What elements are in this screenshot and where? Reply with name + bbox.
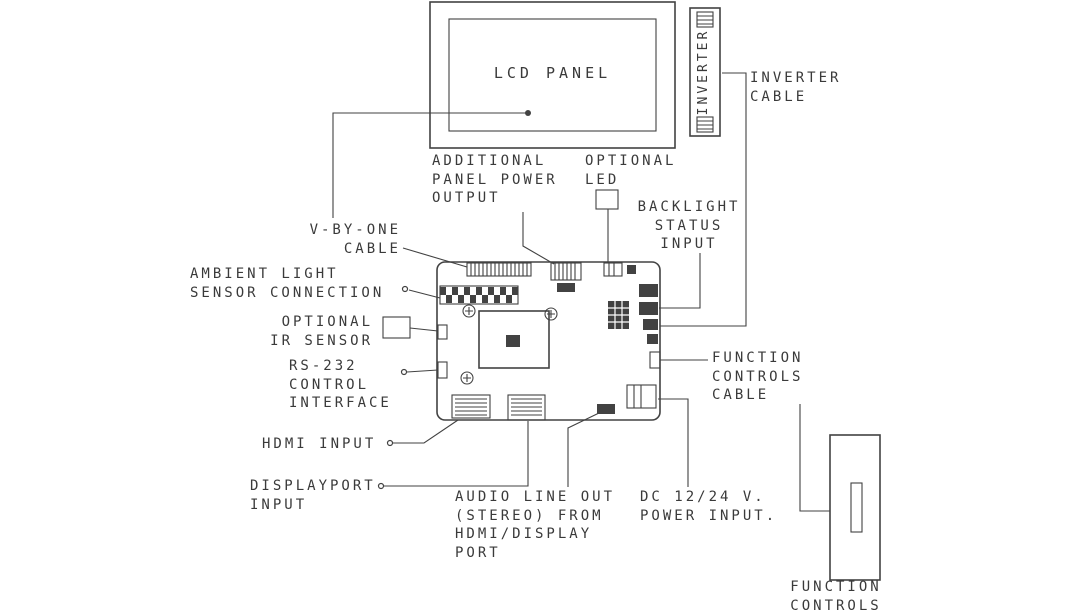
label-ambient-light-sensor: AMBIENT LIGHT SENSOR CONNECTION — [190, 266, 385, 301]
hdmi-connector-hatch — [455, 398, 487, 416]
backlight-status-line — [659, 253, 701, 309]
panel-power-connector-hatch — [554, 263, 576, 280]
board-outline — [436, 261, 661, 421]
led-connector — [603, 262, 623, 277]
inverter-bottom-connector-hatch — [697, 120, 713, 130]
label-audio-line-out: AUDIO LINE OUT (STEREO) FROM HDMI/DISPLA… — [455, 489, 616, 561]
main-chip-die — [506, 335, 520, 347]
lcd-to-vbyone-line — [332, 112, 528, 218]
function-controls-slot — [850, 482, 863, 533]
label-optional-led: OPTIONAL LED — [585, 153, 677, 188]
main-chip — [478, 310, 550, 369]
left-pin-header-checker — [440, 287, 518, 303]
mounting-hole-2-cross — [547, 310, 555, 318]
led-connector-hatch — [608, 263, 615, 276]
lcd-panel-label: LCD PANEL — [493, 64, 612, 82]
inverter-outline — [689, 7, 721, 137]
ambient-light-line — [408, 289, 441, 299]
hdmi-connector — [451, 394, 491, 419]
mounting-hole-1-cross — [465, 307, 473, 315]
rs232-connector — [437, 361, 448, 379]
leader-dots — [377, 285, 409, 490]
right-edge-connector-4 — [647, 334, 658, 344]
lcd-panel-outline — [429, 1, 676, 149]
rs232-dot — [400, 368, 408, 376]
ir-sensor-connector — [437, 324, 448, 340]
displayport-line — [384, 421, 529, 487]
function-controls-outline — [829, 434, 881, 581]
panel-power-connector — [550, 262, 582, 281]
controller-board — [436, 261, 661, 421]
pin-grid-lines — [608, 301, 629, 329]
label-rs232-control: RS-232 CONTROL INTERFACE — [289, 358, 392, 411]
right-edge-connector-1 — [639, 284, 658, 297]
mounting-hole-1 — [462, 304, 476, 318]
vbyone-to-board-line — [402, 247, 468, 268]
ir-sensor-line — [409, 327, 439, 332]
right-edge-connector-3 — [643, 319, 658, 330]
panel-power-line — [522, 212, 555, 265]
displayport-connector-hatch — [511, 398, 542, 416]
inverter-cable-line — [660, 72, 747, 327]
function-controls-cable-line — [799, 404, 830, 512]
label-function-controls-cable: FUNCTION CONTROLS CABLE — [712, 350, 804, 403]
panel-power-component — [557, 283, 575, 292]
label-function-controls: FUNCTION CONTROLS — [790, 579, 882, 612]
displayport-dot — [377, 482, 385, 490]
v-by-one-connector-hatch — [470, 263, 528, 276]
label-displayport-input: DISPLAYPORT INPUT — [250, 478, 376, 513]
function-controls-unit — [829, 434, 881, 581]
function-controls-connector — [649, 351, 661, 369]
label-backlight-status: BACKLIGHT STATUS INPUT — [637, 199, 741, 252]
label-hdmi-input: HDMI INPUT — [262, 436, 377, 452]
backlight-component — [627, 265, 636, 274]
hdmi-line — [393, 419, 459, 444]
ir-sensor-symbol — [382, 316, 411, 339]
ambient-light-dot — [401, 285, 409, 293]
label-additional-panel-power: ADDITIONAL PANEL POWER OUTPUT — [432, 153, 558, 206]
label-v-by-one-cable: V-BY-ONE CABLE — [309, 222, 401, 257]
mounting-hole-2 — [544, 307, 558, 321]
inverter-label: INVERTER — [696, 28, 711, 116]
right-edge-connector-2 — [639, 302, 658, 315]
dc-power-connector-detail — [633, 385, 642, 408]
leader-lines — [332, 72, 830, 512]
rs232-line — [406, 369, 439, 373]
inverter-top-connector-hatch — [697, 15, 713, 25]
label-dc-power-input: DC 12/24 V. POWER INPUT. — [640, 489, 778, 524]
lcd-panel-screen — [448, 18, 657, 132]
lcd-panel — [429, 1, 676, 149]
mounting-hole-3 — [460, 371, 474, 385]
hdmi-dot — [386, 439, 394, 447]
audio-line — [567, 412, 600, 487]
optional-led-symbol — [595, 189, 619, 210]
dc-power-line — [658, 398, 689, 487]
label-optional-ir-sensor: OPTIONAL IR SENSOR — [270, 314, 373, 349]
displayport-connector — [507, 394, 546, 421]
audio-component — [597, 404, 615, 414]
label-inverter-cable: INVERTER CABLE — [750, 70, 842, 105]
inverter — [689, 7, 721, 137]
mounting-hole-3-cross — [463, 374, 471, 382]
